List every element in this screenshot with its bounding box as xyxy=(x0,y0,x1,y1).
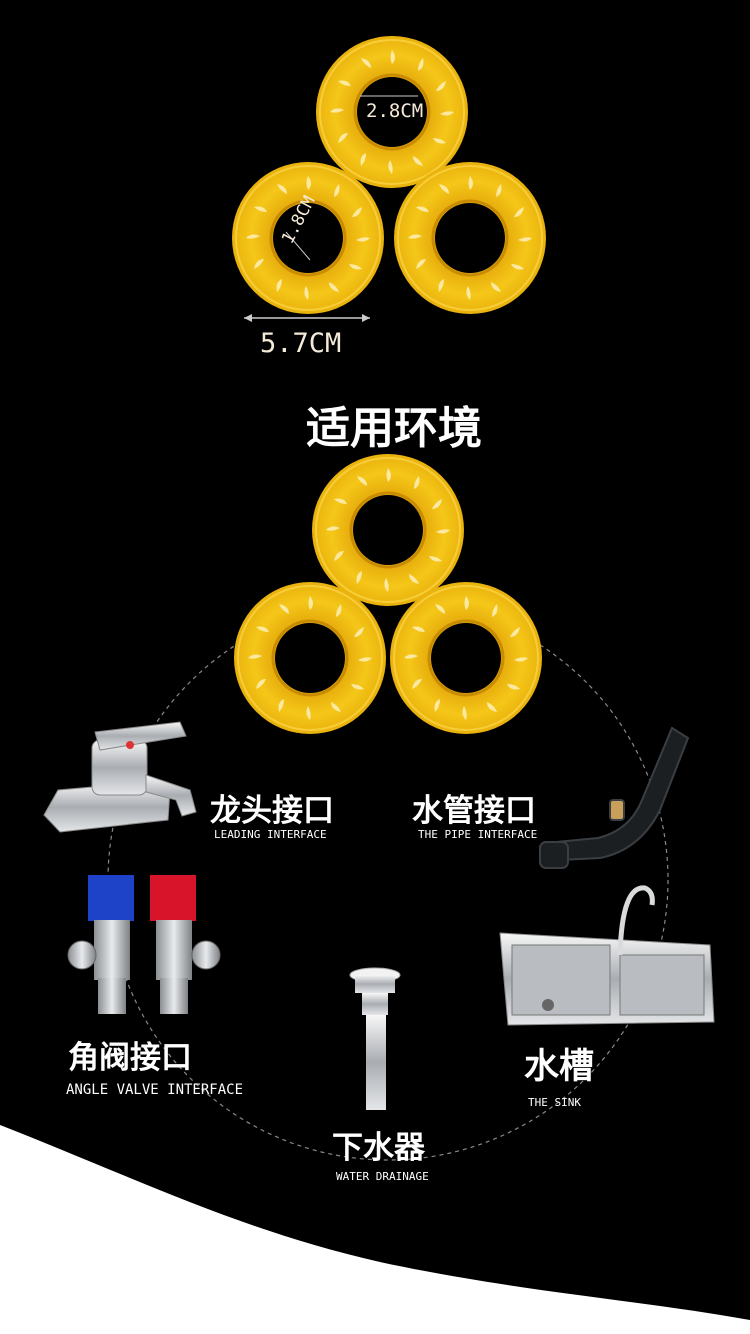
pipe-label-zh: 水管接口 xyxy=(412,793,536,829)
faucet-label-zh: 龙头接口 xyxy=(210,793,334,829)
top-ring-3 xyxy=(392,160,548,316)
sink-label-zh: 水槽 xyxy=(524,1047,595,1087)
dim-label-inner-large: 2.8CM xyxy=(366,100,424,122)
section-title: 适用环境 xyxy=(306,403,482,454)
mid-ring-2 xyxy=(232,580,388,736)
drain-image xyxy=(349,967,401,1110)
pipe-label-en: THE PIPE INTERFACE xyxy=(418,828,538,841)
valve-label-en: ANGLE VALVE INTERFACE xyxy=(66,1082,244,1098)
pipe-image xyxy=(539,726,690,869)
faucet-label-en: LEADING INTERFACE xyxy=(214,828,327,841)
dashed-circle xyxy=(107,599,669,1161)
white-wave xyxy=(0,1125,750,1334)
dim-label-outer-width: 5.7CM xyxy=(260,328,342,359)
drain-label-zh: 下水器 xyxy=(332,1130,425,1166)
dim-line-inner-small xyxy=(285,231,311,261)
top-ring-2 xyxy=(230,160,386,316)
mid-ring-3 xyxy=(388,580,544,736)
sink-image xyxy=(499,885,715,1026)
faucet-image xyxy=(43,721,197,833)
valve-label-zh: 角阀接口 xyxy=(68,1040,192,1076)
drain-label-en: WATER DRAINAGE xyxy=(336,1170,429,1183)
valve-image xyxy=(67,875,221,1014)
mid-ring-1 xyxy=(310,452,466,608)
sink-label-en: THE SINK xyxy=(528,1096,581,1109)
